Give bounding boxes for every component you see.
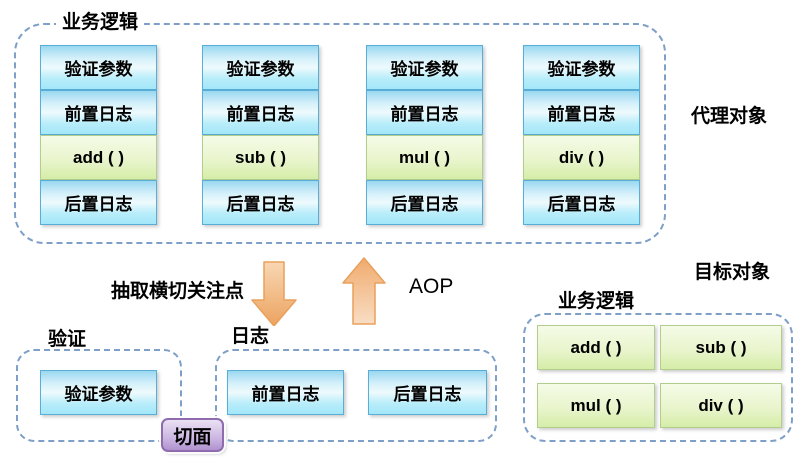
- target-method-box-add: add ( ): [537, 325, 655, 370]
- aspect-badge: 切面: [161, 418, 224, 452]
- validate-group-container: [16, 349, 182, 442]
- before-log-box: 前置日志: [40, 90, 157, 135]
- target-group-container: [523, 313, 793, 442]
- aop-up-arrow-icon: [342, 257, 386, 325]
- method-stack-sub: 验证参数 前置日志 sub ( ) 后置日志: [202, 45, 319, 225]
- aop-label: AOP: [409, 275, 454, 298]
- proxy-side-label: 代理对象: [691, 106, 768, 127]
- validate-params-box: 验证参数: [523, 45, 640, 90]
- after-log-box: 后置日志: [523, 180, 640, 225]
- target-method-box-div: div ( ): [660, 383, 782, 428]
- before-log-box: 前置日志: [202, 90, 319, 135]
- validate-params-box: 验证参数: [40, 370, 157, 415]
- validate-params-box: 验证参数: [40, 45, 157, 90]
- validate-params-box: 验证参数: [366, 45, 483, 90]
- method-box-mul: mul ( ): [366, 135, 483, 180]
- extract-crosscut-label: 抽取横切关注点: [111, 281, 245, 302]
- proxy-group-label: 业务逻辑: [56, 12, 145, 34]
- after-log-box: 后置日志: [202, 180, 319, 225]
- method-stack-add: 验证参数 前置日志 add ( ) 后置日志: [40, 45, 157, 225]
- method-stack-div: 验证参数 前置日志 div ( ) 后置日志: [523, 45, 640, 225]
- target-method-box-mul: mul ( ): [537, 383, 655, 428]
- extract-down-arrow-icon: [251, 261, 297, 327]
- validate-params-box: 验证参数: [202, 45, 319, 90]
- before-log-box: 前置日志: [366, 90, 483, 135]
- method-box-div: div ( ): [523, 135, 640, 180]
- after-log-box: 后置日志: [40, 180, 157, 225]
- before-log-box: 前置日志: [227, 370, 344, 415]
- after-log-box: 后置日志: [368, 370, 487, 415]
- before-log-box: 前置日志: [523, 90, 640, 135]
- target-group-label: 业务逻辑: [552, 291, 641, 313]
- proxy-group-container: [14, 23, 666, 244]
- validate-group-label: 验证: [42, 329, 93, 351]
- target-side-label: 目标对象: [694, 262, 771, 283]
- after-log-box: 后置日志: [366, 180, 483, 225]
- log-group-label: 日志: [225, 326, 276, 348]
- method-box-add: add ( ): [40, 135, 157, 180]
- method-box-sub: sub ( ): [202, 135, 319, 180]
- method-stack-mul: 验证参数 前置日志 mul ( ) 后置日志: [366, 45, 483, 225]
- target-method-box-sub: sub ( ): [660, 325, 782, 370]
- log-group-container: [215, 349, 497, 442]
